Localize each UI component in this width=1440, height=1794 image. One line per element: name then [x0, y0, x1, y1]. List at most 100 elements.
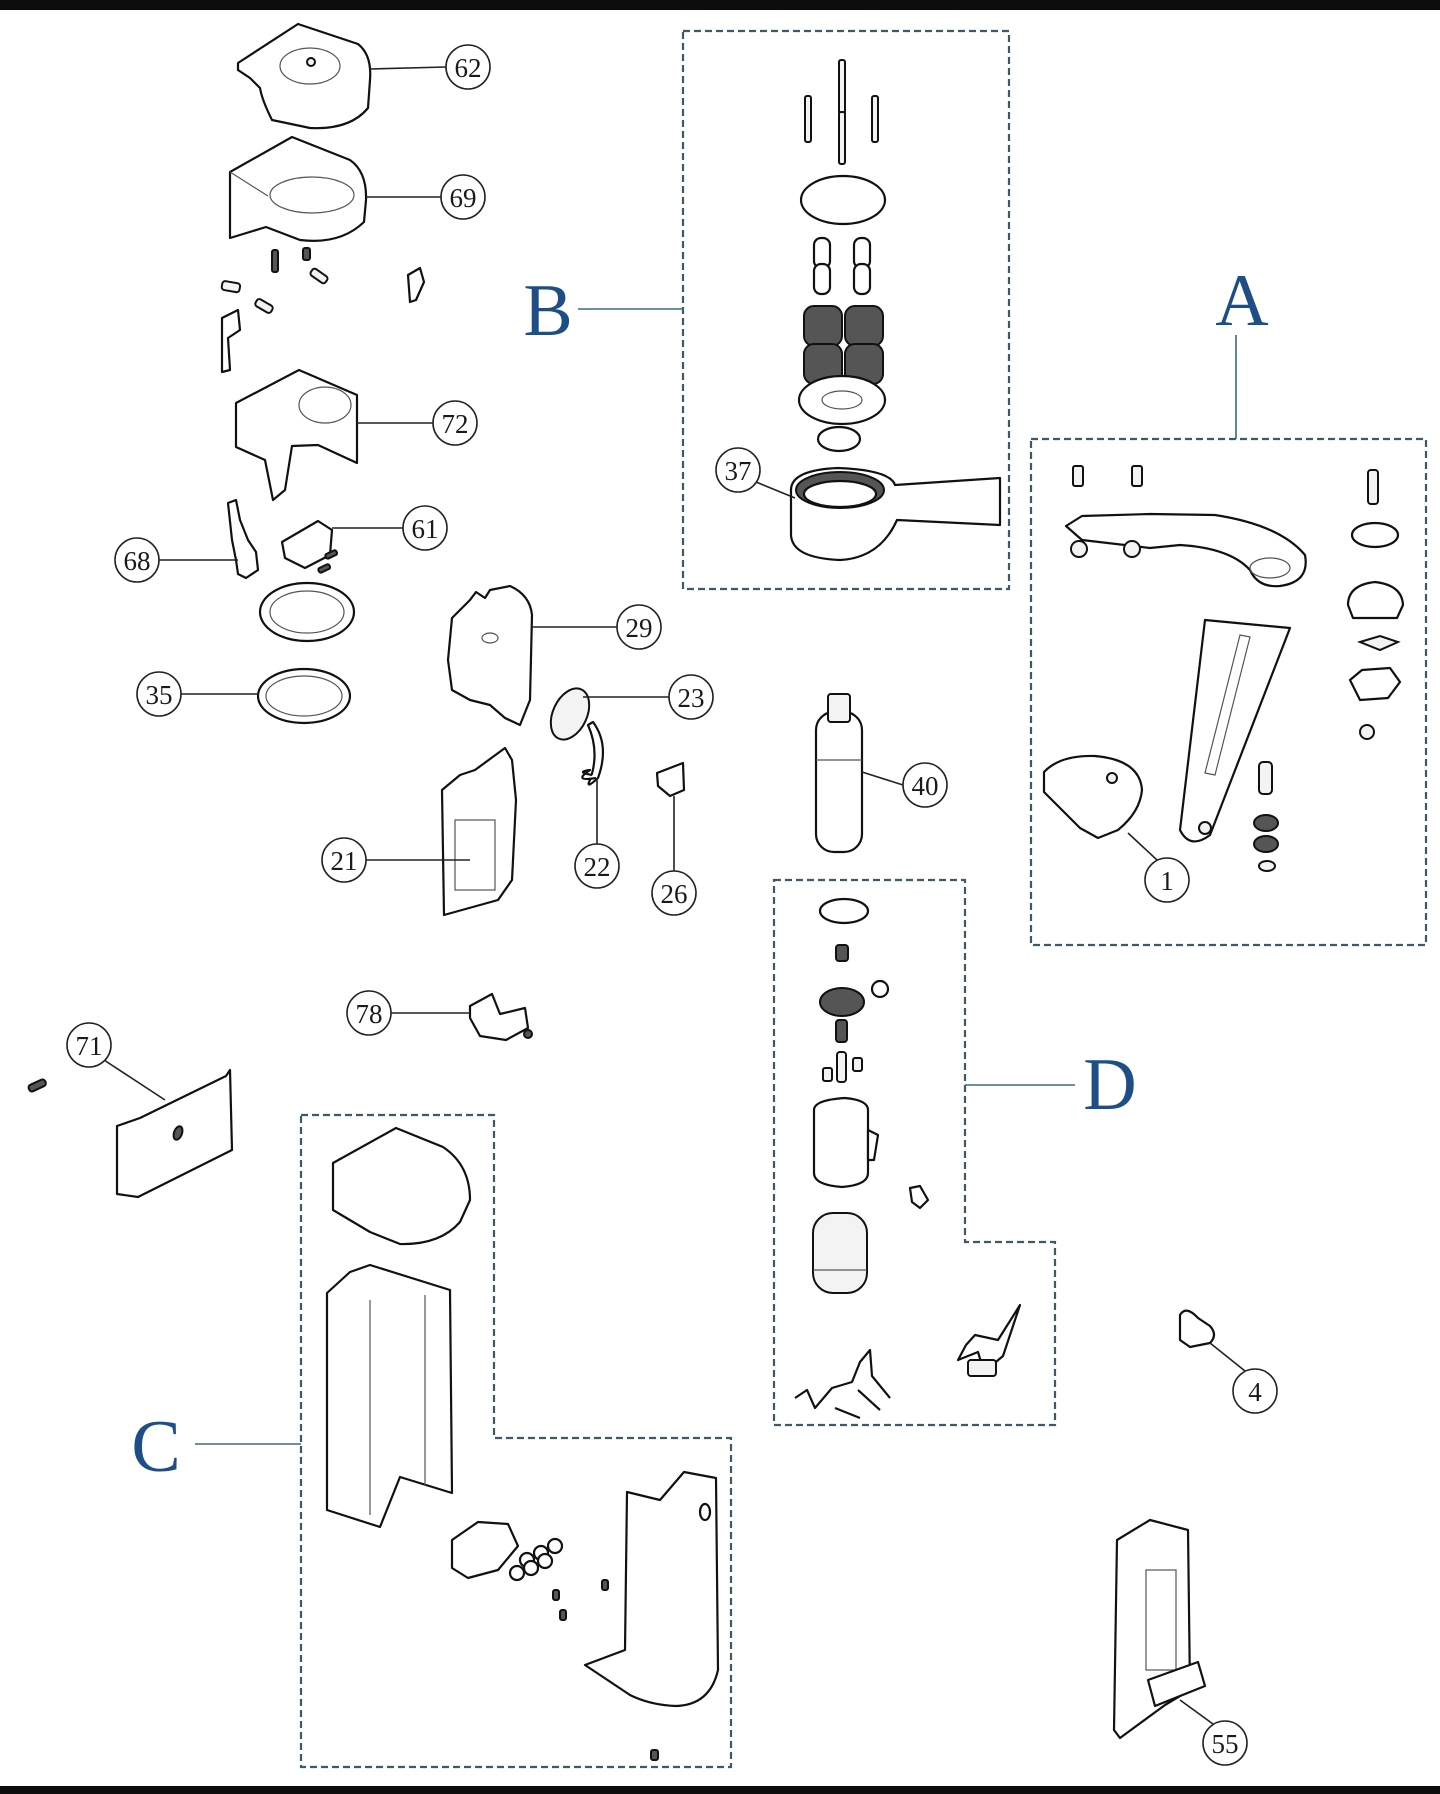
top-frame-bar	[0, 0, 1440, 10]
group-c-front-cover	[583, 1470, 720, 1708]
group-b-letter: B	[523, 270, 572, 352]
part-4-key	[1178, 1309, 1216, 1349]
part-35-o-ring	[256, 667, 352, 725]
svg-text:35: 35	[146, 680, 173, 710]
callout-69: 69	[440, 174, 486, 220]
bottom-frame-bar	[0, 1786, 1440, 1794]
svg-text:69: 69	[450, 183, 477, 213]
group-d-sensor-bracket	[956, 1303, 1022, 1377]
group-b-carrier-plate	[797, 374, 887, 426]
group-a-pin-stack	[1253, 761, 1279, 872]
callout-71: 71	[66, 1022, 112, 1068]
svg-text:29: 29	[626, 613, 653, 643]
group-d-washer	[818, 897, 870, 925]
part-37-ring-gear-arm	[789, 466, 1002, 562]
group-c: C	[131, 1113, 733, 1769]
part-23-cap	[549, 687, 591, 741]
part-21-lower-case	[440, 746, 518, 917]
callout-78: 78	[346, 990, 392, 1036]
part-1-end-cap	[1042, 754, 1144, 840]
part-seal-ring	[258, 581, 356, 643]
callout-35: 35	[136, 671, 182, 717]
svg-text:40: 40	[912, 771, 939, 801]
group-b: B	[523, 29, 1011, 591]
svg-text:1: 1	[1160, 866, 1174, 896]
svg-text:55: 55	[1212, 1729, 1239, 1759]
screws-set-69	[220, 247, 426, 374]
svg-text:4: 4	[1248, 1377, 1262, 1407]
callout-72: 72	[432, 400, 478, 446]
group-c-box	[299, 1113, 733, 1769]
part-78-bracket	[468, 992, 533, 1042]
svg-text:62: 62	[455, 53, 482, 83]
group-b-top-plate	[799, 174, 887, 226]
part-22-clip	[581, 720, 605, 786]
group-a-slotted-arm	[1178, 618, 1292, 843]
part-61-switch	[280, 519, 339, 574]
part-55-control-board	[1112, 1518, 1207, 1740]
leader-37	[755, 481, 796, 499]
group-c-column-body	[325, 1263, 454, 1529]
group-c-buttons	[508, 1537, 564, 1582]
part-68-bracket	[226, 498, 260, 580]
part-29-upper-case	[446, 584, 534, 727]
callout-29: 29	[616, 604, 662, 650]
callout-40: 40	[902, 762, 948, 808]
callout-68: 68	[114, 537, 160, 583]
group-d-box	[772, 878, 1057, 1427]
group-d-wiring-harness	[794, 1348, 891, 1420]
group-b-pins	[804, 59, 879, 165]
svg-text:37: 37	[725, 456, 752, 486]
group-a-curved-arm	[1064, 512, 1307, 588]
part-71-mounting-plate	[27, 1068, 234, 1199]
leader-55	[1179, 1699, 1214, 1725]
callout-22: 22	[574, 843, 620, 889]
group-c-letter: C	[131, 1406, 180, 1488]
svg-text:26: 26	[661, 879, 688, 909]
group-c-top-cover	[331, 1126, 472, 1246]
group-a-drive-cap	[1346, 580, 1405, 740]
group-d-motor-housing	[812, 1096, 930, 1210]
callout-23: 23	[668, 674, 714, 720]
svg-text:61: 61	[412, 514, 439, 544]
callout-21: 21	[321, 837, 367, 883]
callout-61: 61	[402, 505, 448, 551]
group-c-screws	[552, 1579, 659, 1761]
svg-text:21: 21	[331, 846, 358, 876]
group-b-planet-pins	[812, 236, 872, 296]
part-62-top-cover	[236, 22, 372, 130]
group-a: A	[1029, 260, 1428, 947]
leader-4	[1209, 1342, 1246, 1372]
part-72-cover	[234, 368, 359, 502]
svg-text:68: 68	[124, 546, 151, 576]
svg-text:23: 23	[678, 683, 705, 713]
callout-1: 1	[1144, 857, 1190, 903]
group-d-motor	[812, 1212, 868, 1294]
group-d: D	[772, 878, 1137, 1427]
callout-26: 26	[651, 870, 697, 916]
part-26-small-insert	[655, 761, 686, 798]
group-b-planet-gears	[803, 305, 884, 385]
svg-text:72: 72	[442, 409, 469, 439]
part-40-motor	[814, 693, 864, 854]
group-d-gear-assembly	[819, 944, 890, 1083]
svg-text:78: 78	[356, 999, 383, 1029]
svg-text:71: 71	[76, 1031, 103, 1061]
leader-71	[103, 1059, 166, 1101]
group-c-keypad-board	[450, 1520, 520, 1580]
callout-62: 62	[445, 44, 491, 90]
callout-37: 37	[715, 447, 761, 493]
part-69-housing	[228, 135, 368, 242]
group-a-screws	[1072, 465, 1379, 505]
callout-4: 4	[1232, 1368, 1278, 1414]
group-a-letter: A	[1215, 260, 1268, 342]
callout-55: 55	[1202, 1720, 1248, 1766]
leader-1	[1127, 832, 1158, 861]
group-d-letter: D	[1083, 1044, 1136, 1126]
leader-40	[861, 771, 904, 786]
svg-text:22: 22	[584, 852, 611, 882]
leader-62	[369, 66, 447, 70]
group-b-box	[681, 29, 1011, 591]
group-b-washer	[816, 425, 862, 453]
